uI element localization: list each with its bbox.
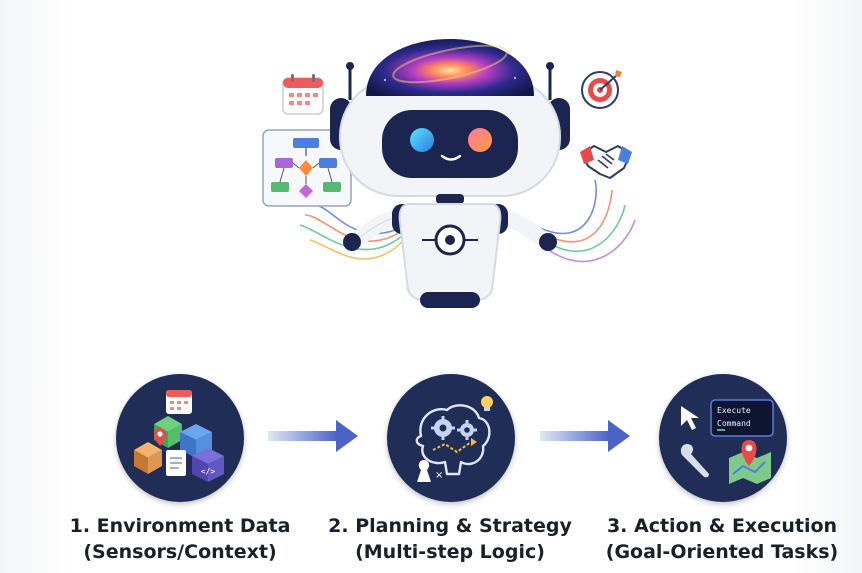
brain-gears-icon: ×	[415, 396, 493, 482]
step-3-title: 3. Action & Execution	[606, 515, 838, 537]
environment-data-icon: </>	[134, 390, 224, 482]
calendar-icon	[282, 74, 324, 115]
terminal-window	[710, 399, 774, 437]
arrow-right-icon	[268, 420, 358, 452]
step-1-caption: 1. Environment Data (Sensors/Context)	[30, 513, 330, 565]
terminal-line-2: Command	[717, 419, 751, 428]
svg-text:</>: </>	[201, 467, 216, 476]
step-2-caption: 2. Planning & Strategy (Multi-step Logic…	[300, 513, 600, 565]
terminal-line-1: Execute	[717, 406, 751, 415]
map-icon	[729, 452, 771, 484]
step-1-circle: </>	[116, 374, 244, 502]
step-2-circle: ×	[387, 374, 515, 502]
flowchart-icon	[262, 129, 352, 207]
map-pin-icon	[741, 440, 757, 466]
step-2-title: 2. Planning & Strategy	[328, 515, 572, 537]
robot-mascot-icon	[262, 29, 636, 308]
svg-text:×: ×	[435, 470, 443, 481]
wrench-icon	[680, 444, 709, 478]
target-icon	[581, 70, 622, 109]
left-edge-shade	[0, 0, 70, 573]
handshake-icon	[580, 145, 632, 179]
right-edge-shade	[792, 0, 862, 573]
step-3-caption: 3. Action & Execution (Goal-Oriented Tas…	[572, 513, 862, 565]
step-2-subtitle: (Multi-step Logic)	[355, 541, 545, 563]
step-3-circle: Execute Command	[659, 374, 787, 502]
cursor-icon	[681, 406, 699, 430]
step-1-title: 1. Environment Data	[69, 515, 291, 537]
step-1-subtitle: (Sensors/Context)	[83, 541, 277, 563]
arrow-right-icon	[540, 420, 630, 452]
step-3-subtitle: (Goal-Oriented Tasks)	[605, 541, 839, 563]
action-execution-icon: Execute Command	[680, 399, 774, 484]
